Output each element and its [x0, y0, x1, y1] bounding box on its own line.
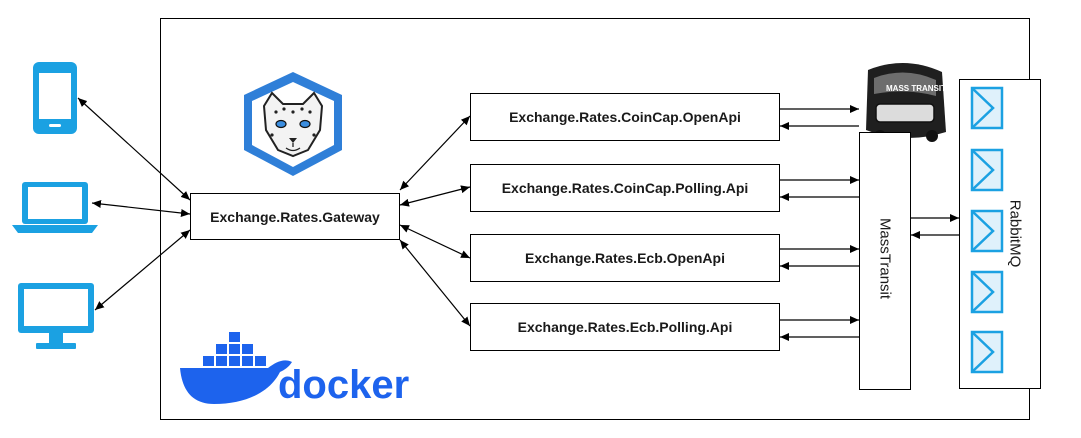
queue-icon — [970, 209, 1004, 253]
masstransit-bus-label: MASS TRANSIT — [886, 84, 946, 93]
coincap-openapi-label: Exchange.Rates.CoinCap.OpenApi — [509, 109, 741, 125]
ecb-openapi-node: Exchange.Rates.Ecb.OpenApi — [470, 234, 780, 282]
ecb-polling-node: Exchange.Rates.Ecb.Polling.Api — [470, 303, 780, 351]
ecb-openapi-label: Exchange.Rates.Ecb.OpenApi — [525, 250, 725, 266]
coincap-openapi-node: Exchange.Rates.CoinCap.OpenApi — [470, 93, 780, 141]
masstransit-bus: MassTransit — [859, 132, 911, 390]
connector-laptop-gateway — [91, 200, 191, 217]
phone-icon — [33, 62, 77, 134]
coincap-polling-label: Exchange.Rates.CoinCap.Polling.Api — [501, 180, 749, 196]
connector-phone-gateway — [77, 97, 191, 201]
desktop-icon — [18, 283, 94, 349]
laptop-icon — [12, 182, 98, 233]
ecb-polling-label: Exchange.Rates.Ecb.Polling.Api — [517, 319, 733, 335]
queue-icon — [970, 330, 1004, 374]
coincap-polling-node: Exchange.Rates.CoinCap.Polling.Api — [470, 164, 780, 212]
docker-wordmark: docker — [278, 363, 409, 407]
gateway-label: Exchange.Rates.Gateway — [210, 208, 380, 225]
queue-icon — [970, 270, 1004, 314]
queue-icon — [970, 148, 1004, 192]
connector-gateway-coincap-openapi — [399, 115, 471, 191]
connector-desktop-gateway — [94, 229, 191, 311]
gateway-node: Exchange.Rates.Gateway — [190, 193, 400, 240]
queue-icon — [970, 86, 1004, 130]
connector-gateway-coincap-polling — [399, 185, 471, 207]
connector-gateway-ecb-polling — [399, 239, 471, 327]
